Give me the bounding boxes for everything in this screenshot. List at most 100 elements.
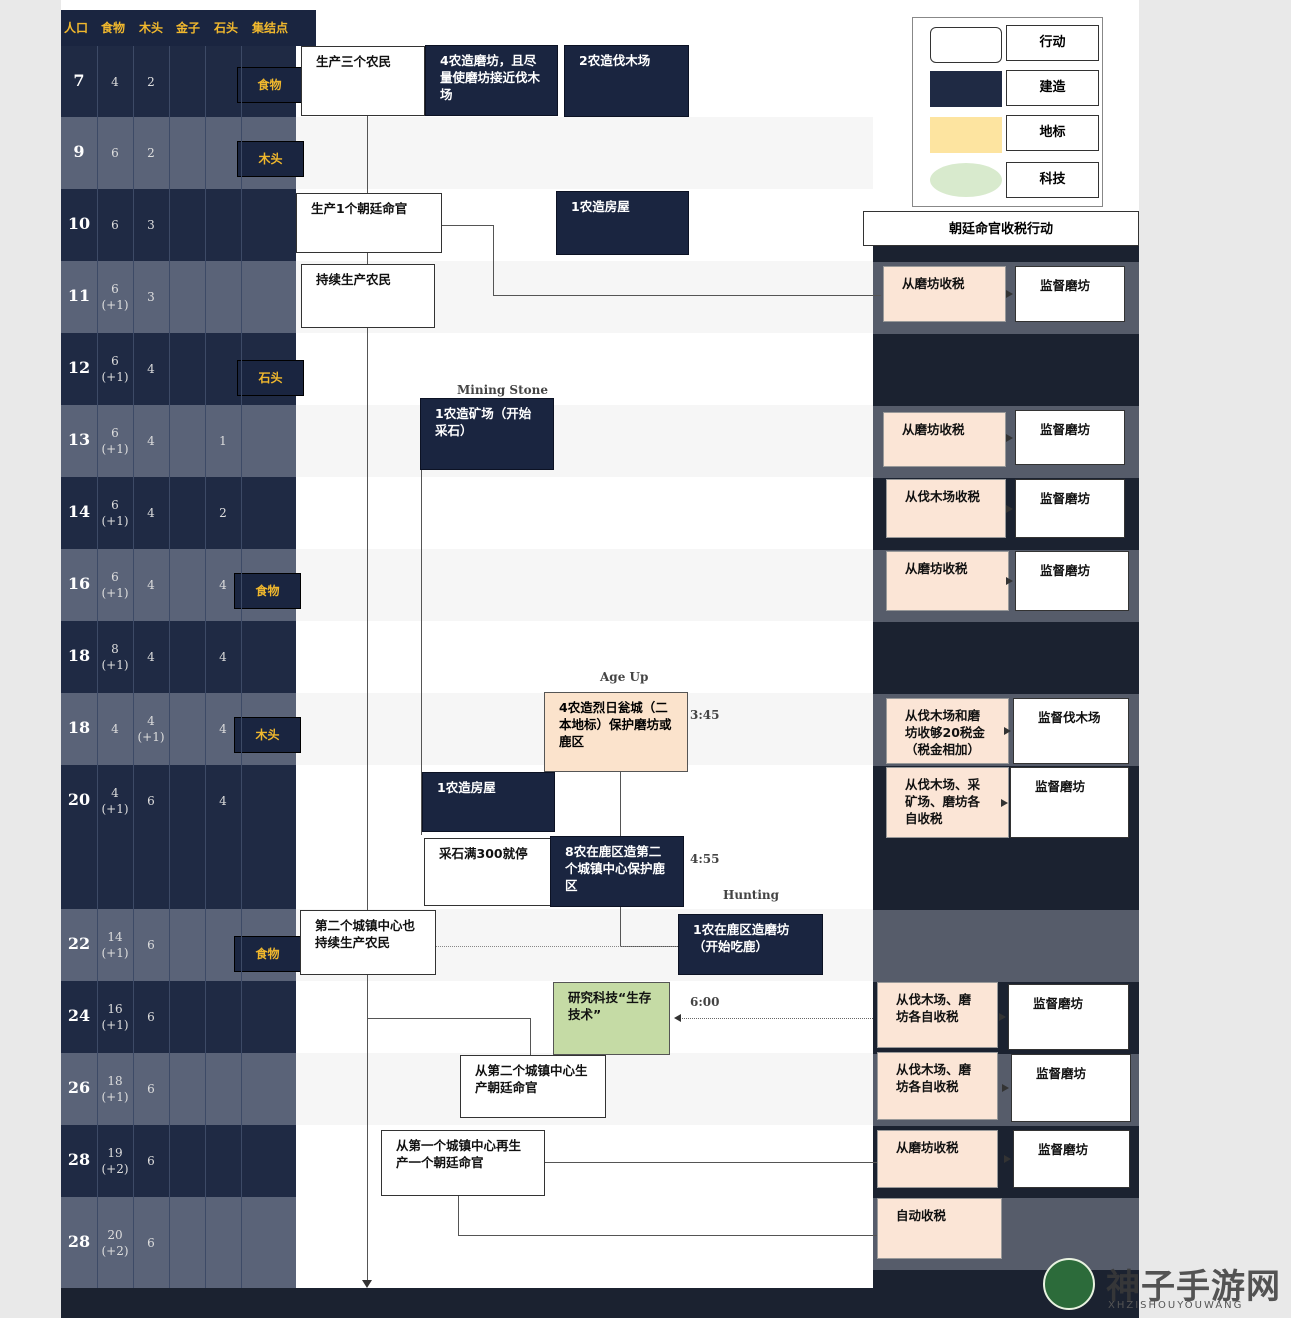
cell-pop: 7 [73, 70, 85, 90]
watermark-text: 神子手游网 [1106, 1267, 1281, 1307]
action-box: 持续生产农民 [301, 264, 435, 328]
tax-supervise-box: 监督伐木场 [1013, 698, 1129, 764]
grid-line [241, 46, 242, 1288]
legend-tech-swatch [930, 163, 1002, 197]
cell-stone: 4 [219, 650, 227, 664]
cell-pop: 9 [73, 142, 85, 161]
tech-box: 研究科技“生存技术” [553, 982, 670, 1055]
cell-food: 4 [111, 74, 119, 89]
cell-pop: 20 [67, 790, 91, 809]
table-row [61, 261, 296, 333]
cell-stone: 1 [219, 434, 227, 448]
legend-build-label: 建造 [1006, 70, 1099, 106]
legend-build-swatch [930, 71, 1002, 107]
cell-pop: 22 [67, 934, 91, 953]
connector [367, 1018, 530, 1019]
watermark-logo-icon [1043, 1258, 1095, 1310]
cell-food: 6 (+1) [101, 570, 129, 600]
tax-header: 朝廷命官收税行动 [863, 211, 1139, 246]
tax-collect-box: 从伐木场、采矿场、磨坊各自收税 [886, 767, 1009, 838]
cell-wood: 6 [147, 794, 155, 808]
cell-food: 18 (+1) [101, 1074, 129, 1104]
row-stripe [296, 405, 873, 477]
arrow-right-icon [1006, 290, 1013, 298]
rally-tag: 石头 [237, 360, 304, 396]
tax-supervise-box: 监督磨坊 [1010, 767, 1129, 838]
cell-food: 4 [111, 722, 119, 736]
tax-collect-box: 从伐木场和磨坊收够20税金（税金相加） [886, 698, 1009, 764]
cell-pop: 10 [67, 214, 91, 233]
grid-line [133, 46, 134, 1288]
tax-band [873, 910, 1139, 982]
arrow-right-icon [1004, 727, 1011, 735]
cell-food: 4 (+1) [101, 786, 129, 816]
legend-landmark-swatch [930, 117, 1002, 153]
cell-pop: 14 [67, 502, 91, 521]
timeline-line [367, 116, 368, 1284]
row-stripe [296, 117, 873, 189]
rally-tag: 木头 [237, 141, 304, 177]
action-box: 从第二个城镇中心生产朝廷命官 [460, 1055, 606, 1118]
time-label: 6:00 [690, 995, 720, 1009]
table-header [61, 10, 316, 46]
cell-wood: 2 [147, 146, 155, 160]
action-box: 从第一个城镇中心再生产一个朝廷命官 [381, 1130, 545, 1196]
tax-supervise-box: 监督磨坊 [1015, 410, 1125, 465]
landmark-box: 4农造烈日瓮城（二本地标）保护磨坊或鹿区 [544, 692, 688, 772]
arrow-right-icon [1006, 504, 1013, 513]
cell-wood: 4 [147, 578, 155, 592]
tax-collect-box: 从伐木场、磨坊各自收税 [877, 1052, 998, 1120]
legend-action-swatch [930, 27, 1002, 63]
cell-wood: 2 [147, 74, 155, 89]
watermark-url: XHZISHOUYOUWANG [1108, 1300, 1244, 1311]
action-box: 生产1个朝廷命官 [296, 193, 442, 253]
cell-food: 6 (+1) [101, 498, 129, 528]
arrow-left-icon [674, 1014, 681, 1022]
build-box: 1农在鹿区造磨坊（开始吃鹿） [678, 914, 823, 975]
arrow-down-icon [362, 1280, 372, 1288]
arrow-right-icon [1004, 1155, 1011, 1163]
cell-wood: 3 [147, 218, 155, 232]
tax-supervise-box: 监督磨坊 [1015, 551, 1129, 611]
grid-line [169, 46, 170, 1288]
arrow-right-icon [1001, 798, 1008, 807]
cell-food: 8 (+1) [101, 642, 129, 672]
cell-food: 20 (+2) [101, 1227, 129, 1258]
cell-stone: 4 [219, 794, 227, 808]
arrow-right-icon [999, 1013, 1006, 1021]
build-box: 1农造房屋 [556, 191, 689, 255]
header-gold: 金子 [176, 21, 201, 35]
tax-collect-box: 从磨坊收税 [883, 412, 1006, 467]
tax-supervise-box: 监督磨坊 [1015, 479, 1125, 538]
rally-tag: 木头 [234, 717, 301, 753]
header-stone: 石头 [214, 21, 239, 35]
cell-pop: 18 [67, 718, 91, 737]
table-row [61, 621, 296, 693]
cell-food: 19 (+2) [101, 1146, 129, 1176]
tax-supervise-box: 监督磨坊 [1008, 984, 1129, 1050]
tax-collect-box: 从伐木场收税 [886, 479, 1006, 538]
connector [493, 295, 881, 296]
action-box: 第二个城镇中心也持续生产农民 [300, 910, 436, 975]
cell-pop: 12 [67, 358, 91, 377]
cell-food: 6 [111, 218, 119, 232]
legend-tech-label: 科技 [1006, 162, 1099, 198]
cell-pop: 28 [67, 1150, 91, 1169]
label-mining-stone: Mining Stone [457, 383, 548, 397]
rally-tag: 食物 [237, 67, 302, 103]
row-stripe [296, 549, 873, 621]
cell-wood: 4 [147, 362, 155, 376]
tax-collect-box: 从磨坊收税 [886, 551, 1009, 611]
cell-wood: 6 [147, 1235, 155, 1250]
cell-stone: 2 [219, 506, 227, 520]
table-row [61, 405, 296, 477]
footer-bar [61, 1288, 1139, 1318]
tax-collect-box: 从伐木场、磨坊各自收税 [877, 982, 998, 1048]
cell-wood: 6 [147, 1154, 155, 1168]
build-box: 1农造房屋 [422, 772, 555, 832]
cell-wood: 4 [147, 506, 155, 520]
tax-supervise-box: 监督磨坊 [1015, 266, 1125, 322]
action-box: 生产三个农民 [301, 46, 425, 116]
arrow-right-icon [1006, 433, 1013, 442]
cell-wood: 6 [147, 938, 155, 952]
